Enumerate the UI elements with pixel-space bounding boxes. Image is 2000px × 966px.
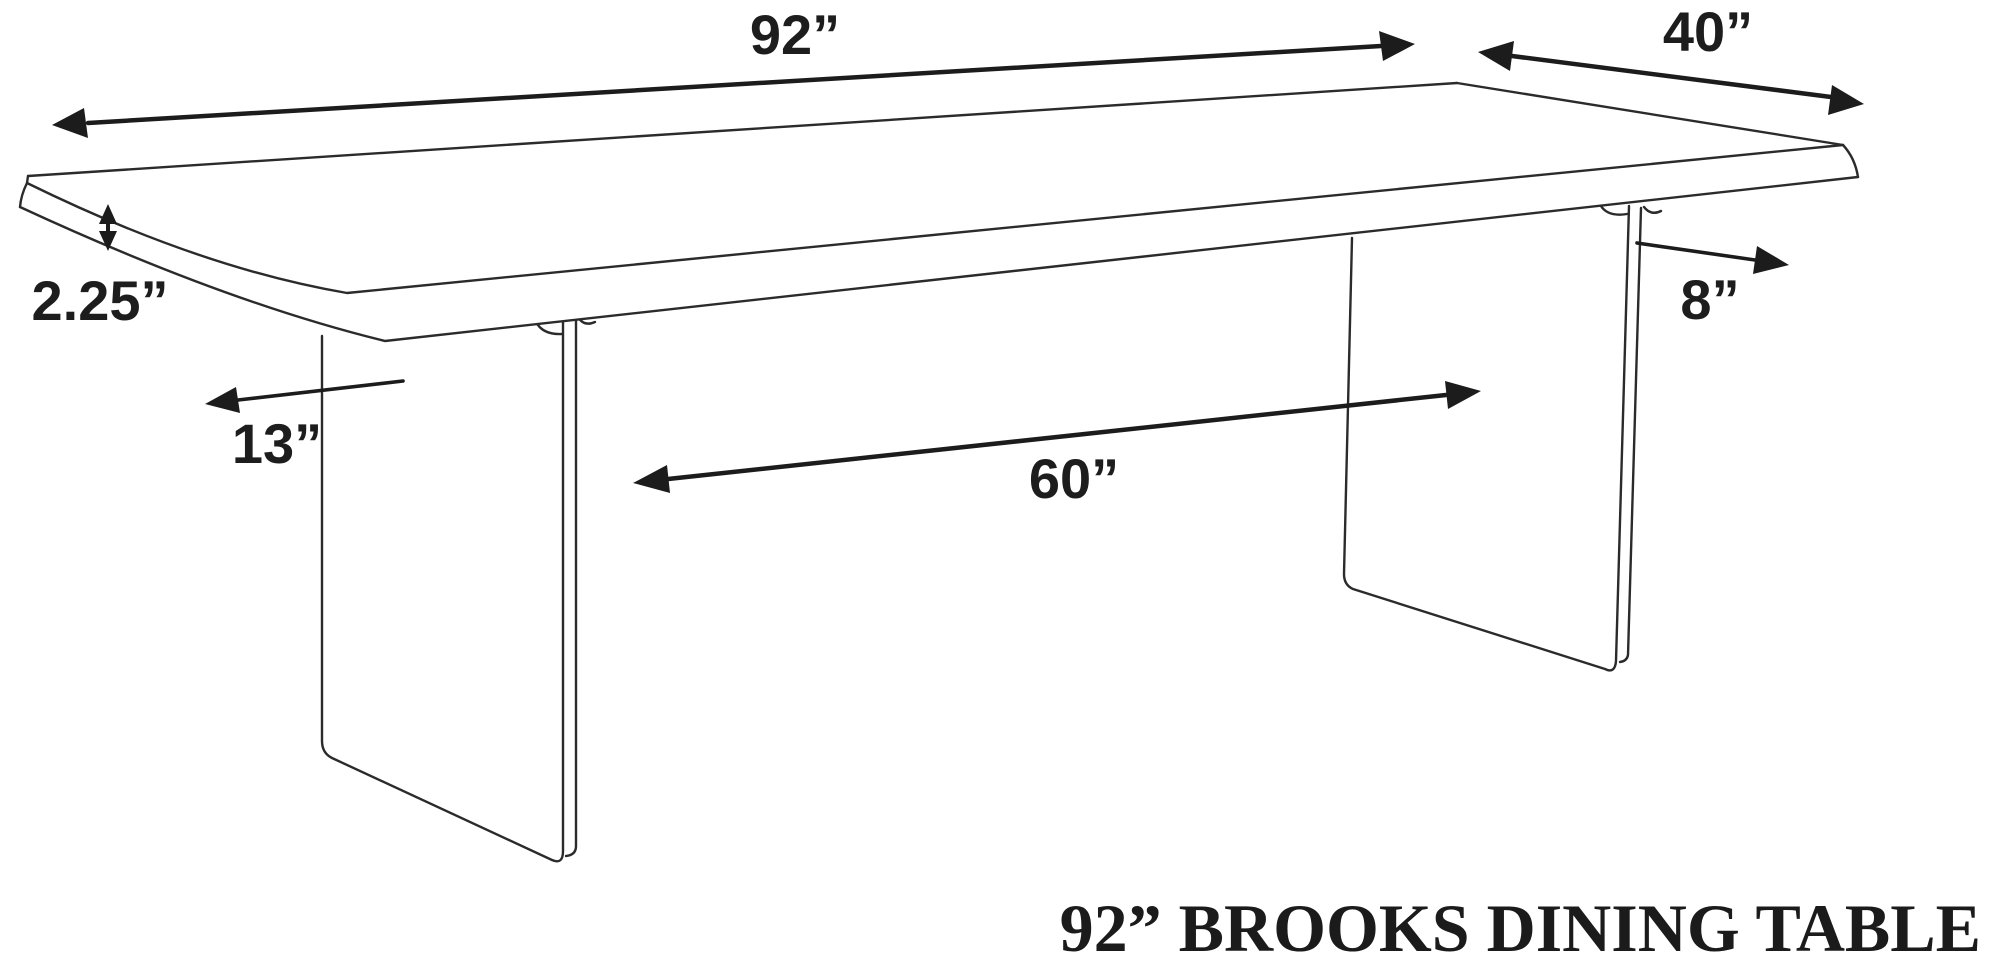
length-dimension-arrow [52,31,1415,138]
thickness-dimension-label: 2.25” [32,269,169,332]
width-arrow-head-right [1828,85,1864,115]
thickness-arrow-head-top [99,204,117,224]
length-dimension-label: 92” [750,3,840,66]
tabletop-front-arris [25,143,1845,295]
product-title: 92” BROOKS DINING TABLE [1060,890,1981,966]
leg-top-dimension-label: 8” [1680,268,1739,331]
right-leg-bracket-right [1642,205,1663,214]
length-arrow-line [85,43,1384,126]
leg-top-arrow-line [1635,241,1757,262]
leg-span-arrow-head-right [1445,381,1481,409]
right-leg-bracket-left [1599,204,1629,216]
width-dimension-arrow [1478,41,1864,115]
width-arrow-head-left [1478,41,1514,71]
width-dimension-label: 40” [1663,0,1753,63]
tabletop-front-bottom-edge [18,175,1860,343]
right-leg-fill [1344,204,1629,672]
leg-top-arrow-head [1753,246,1789,274]
leg-span-dimension-arrow [633,381,1481,493]
thickness-dimension-arrow [99,204,117,251]
width-arrow-line [1509,53,1834,100]
tabletop-right-end-edge [1455,81,1845,147]
dining-table-drawing [18,81,1860,863]
tabletop-back-edge [26,81,1459,178]
right-leg-edge-line [1618,206,1643,664]
left-leg-outline [320,319,565,863]
length-arrow-head-left [52,108,88,138]
length-arrow-head-right [1379,31,1415,61]
left-leg-edge-line [564,316,578,858]
leg-span-dimension-label: 60” [1029,447,1119,510]
right-leg-outline [1342,204,1631,672]
leg-span-arrow-line [665,392,1449,482]
leg-span-arrow-head-left [633,465,670,493]
leg-bottom-arrow-line [236,379,405,402]
thickness-arrow-head-bottom [99,231,117,251]
leg-bottom-dimension-label: 13” [232,412,322,475]
leg-bottom-arrow-head [205,387,240,413]
leg-top-dimension-arrow [1635,241,1789,274]
leg-bottom-dimension-arrow [205,379,405,413]
tabletop-right-end-cap [1841,143,1860,179]
left-leg-fill [322,318,564,863]
